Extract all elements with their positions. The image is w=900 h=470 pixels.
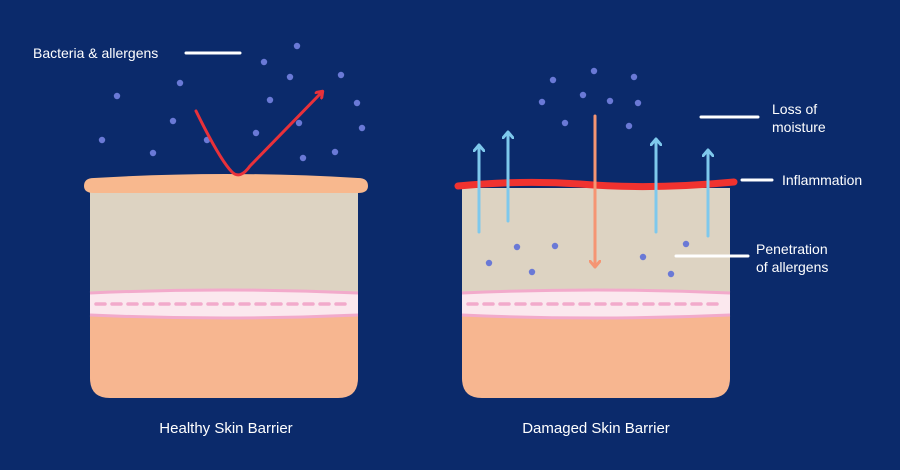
healthy-membrane: [89, 288, 359, 320]
damaged-membrane: [461, 288, 731, 320]
loss-of-moisture-label: Loss of moisture: [772, 101, 826, 135]
healthy-surface-layer: [84, 174, 368, 193]
penetration-of-allergens-label: Penetration of allergens: [756, 241, 829, 275]
bacteria-allergens-label: Bacteria & allergens: [33, 45, 159, 61]
damaged-skin-caption: Damaged Skin Barrier: [522, 420, 670, 437]
moisture-loss-arrows: [479, 133, 708, 238]
healthy-particles: [98, 42, 366, 162]
healthy-dermis: [90, 312, 358, 398]
healthy-epidermis: [90, 186, 358, 296]
inflammation-label: Inflammation: [782, 172, 863, 188]
reflected-bacteria-arrow: [194, 92, 322, 177]
damaged-dermis: [462, 312, 730, 398]
penetrated-particles: [485, 240, 690, 278]
inflamed-surface-layer: [454, 178, 738, 191]
healthy-skin-block: [84, 174, 368, 398]
damaged-particles-above: [538, 67, 642, 130]
healthy-skin-caption: Healthy Skin Barrier: [159, 420, 293, 437]
